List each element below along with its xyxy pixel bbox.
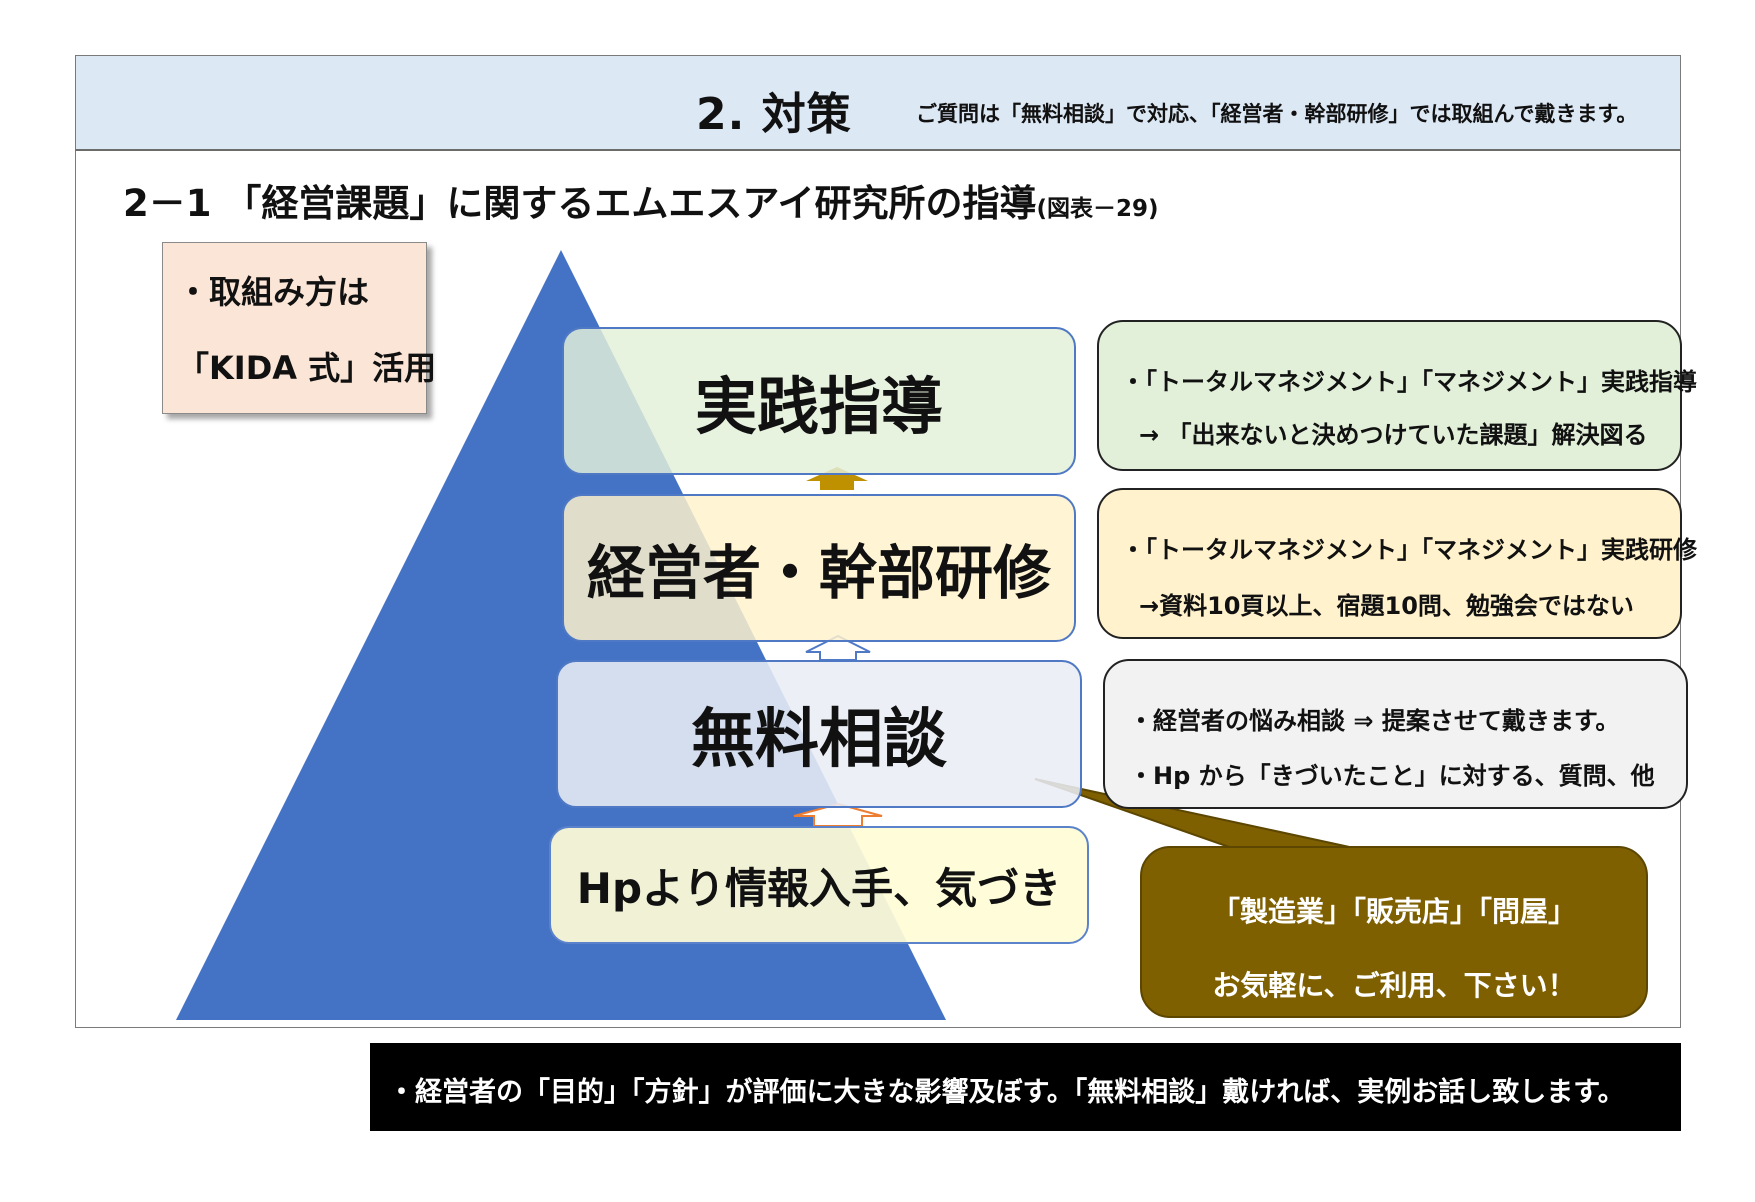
description-line-2: ・Hp から「きづいたこと」に対する、質問、他 xyxy=(1129,762,1655,790)
description-line-1: ・経営者の悩み相談 ⇒ 提案させて戴きます。 xyxy=(1129,707,1620,735)
up-arrow-gold xyxy=(806,467,868,490)
callout-line-1: 「製造業」「販売店」「問屋」 xyxy=(1211,895,1576,928)
bottom-banner-text: ・経営者の「目的」「方針」が評価に大きな影響及ぼす。「無料相談」戴ければ、実例お… xyxy=(388,1077,1625,1108)
tier-label: 実践指導 xyxy=(694,370,943,443)
tier-label: 経営者・幹部研修 xyxy=(586,539,1051,607)
bottom-banner: ・経営者の「目的」「方針」が評価に大きな影響及ぼす。「無料相談」戴ければ、実例お… xyxy=(370,1043,1681,1131)
description-line-1: ・「トータルマネジメント」「マネジメント」実践指導 xyxy=(1121,368,1697,396)
callout-box: 「製造業」「販売店」「問屋」 お気軽に、ご利用、下さい！ xyxy=(1140,846,1648,1018)
tier-practical-guidance: 実践指導 xyxy=(562,327,1076,475)
description-line-2: → 「出来ないと決めつけていた課題」解決図る xyxy=(1139,421,1648,449)
header-subtitle: ご質問は「無料相談」で対応、「経営者・幹部研修」では取組んで戴きます。 xyxy=(916,102,1638,126)
tier-label: Hpより情報入手、気づき xyxy=(576,863,1062,913)
description-practical-guidance: ・「トータルマネジメント」「マネジメント」実践指導 → 「出来ないと決めつけてい… xyxy=(1097,320,1697,471)
tier-executive-training: 経営者・幹部研修 xyxy=(562,494,1076,642)
figure-reference: (図表－29) xyxy=(1036,196,1159,222)
description-line-1: ・「トータルマネジメント」「マネジメント」実践研修 xyxy=(1121,536,1697,564)
description-executive-training: ・「トータルマネジメント」「マネジメント」実践研修 →資料10頁以上、宿題10問… xyxy=(1097,488,1697,639)
header-bar: 2. 対策 ご質問は「無料相談」で対応、「経営者・幹部研修」では取組んで戴きます… xyxy=(75,55,1681,151)
header-title: 2. 対策 xyxy=(696,89,852,140)
tier-hp-information: Hpより情報入手、気づき xyxy=(549,826,1089,944)
tier-label: 無料相談 xyxy=(691,703,947,777)
kida-box: ・取組み方は 「KIDA 式」活用 xyxy=(162,242,436,414)
description-free-consultation: ・経営者の悩み相談 ⇒ 提案させて戴きます。 ・Hp から「きづいたこと」に対す… xyxy=(1103,659,1688,809)
tier-free-consultation: 無料相談 xyxy=(556,660,1082,808)
description-line-2: →資料10頁以上、宿題10問、勉強会ではない xyxy=(1139,592,1634,620)
section-title-text: 2－1 「経営課題」に関するエムエスアイ研究所の指導 xyxy=(123,182,1037,225)
callout-line-2: お気軽に、ご利用、下さい！ xyxy=(1212,969,1576,1002)
kida-line-2: 「KIDA 式」活用 xyxy=(177,349,437,387)
kida-line-1: ・取組み方は xyxy=(177,273,370,311)
section-title: 2－1 「経営課題」に関するエムエスアイ研究所の指導(図表－29) xyxy=(123,173,1159,227)
